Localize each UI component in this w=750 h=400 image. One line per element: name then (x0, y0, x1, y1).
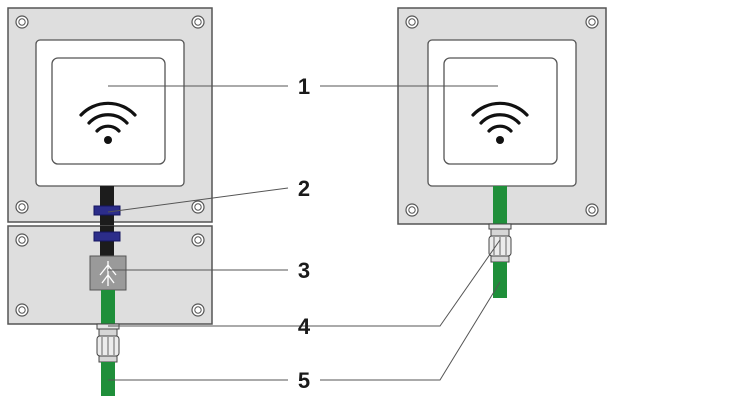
left-cable-gland (96, 323, 120, 363)
screw-hole-icon (585, 203, 599, 217)
left-output-cable (101, 362, 115, 396)
signal-splitter (89, 255, 127, 291)
screw-hole-icon (15, 200, 29, 214)
callout-5: 5 (298, 368, 310, 393)
screw-hole-icon (191, 15, 205, 29)
screw-hole-icon (585, 15, 599, 29)
junction-cable-green (101, 290, 115, 324)
screw-hole-icon (15, 15, 29, 29)
right-reader-cable (493, 186, 507, 224)
screw-hole-icon (15, 303, 29, 317)
callout-2: 2 (298, 176, 310, 201)
screw-hole-icon (405, 203, 419, 217)
callout-4: 4 (298, 314, 311, 339)
leader-lines (107, 85, 501, 381)
callout-3: 3 (298, 258, 310, 283)
screw-hole-icon (15, 233, 29, 247)
callout-1: 1 (298, 74, 310, 99)
screw-hole-icon (191, 233, 205, 247)
ferrite-core-lower (93, 231, 121, 242)
right-output-cable (493, 262, 507, 298)
screw-hole-icon (405, 15, 419, 29)
right-cable-gland (488, 223, 512, 263)
screw-hole-icon (191, 200, 205, 214)
screw-hole-icon (191, 303, 205, 317)
